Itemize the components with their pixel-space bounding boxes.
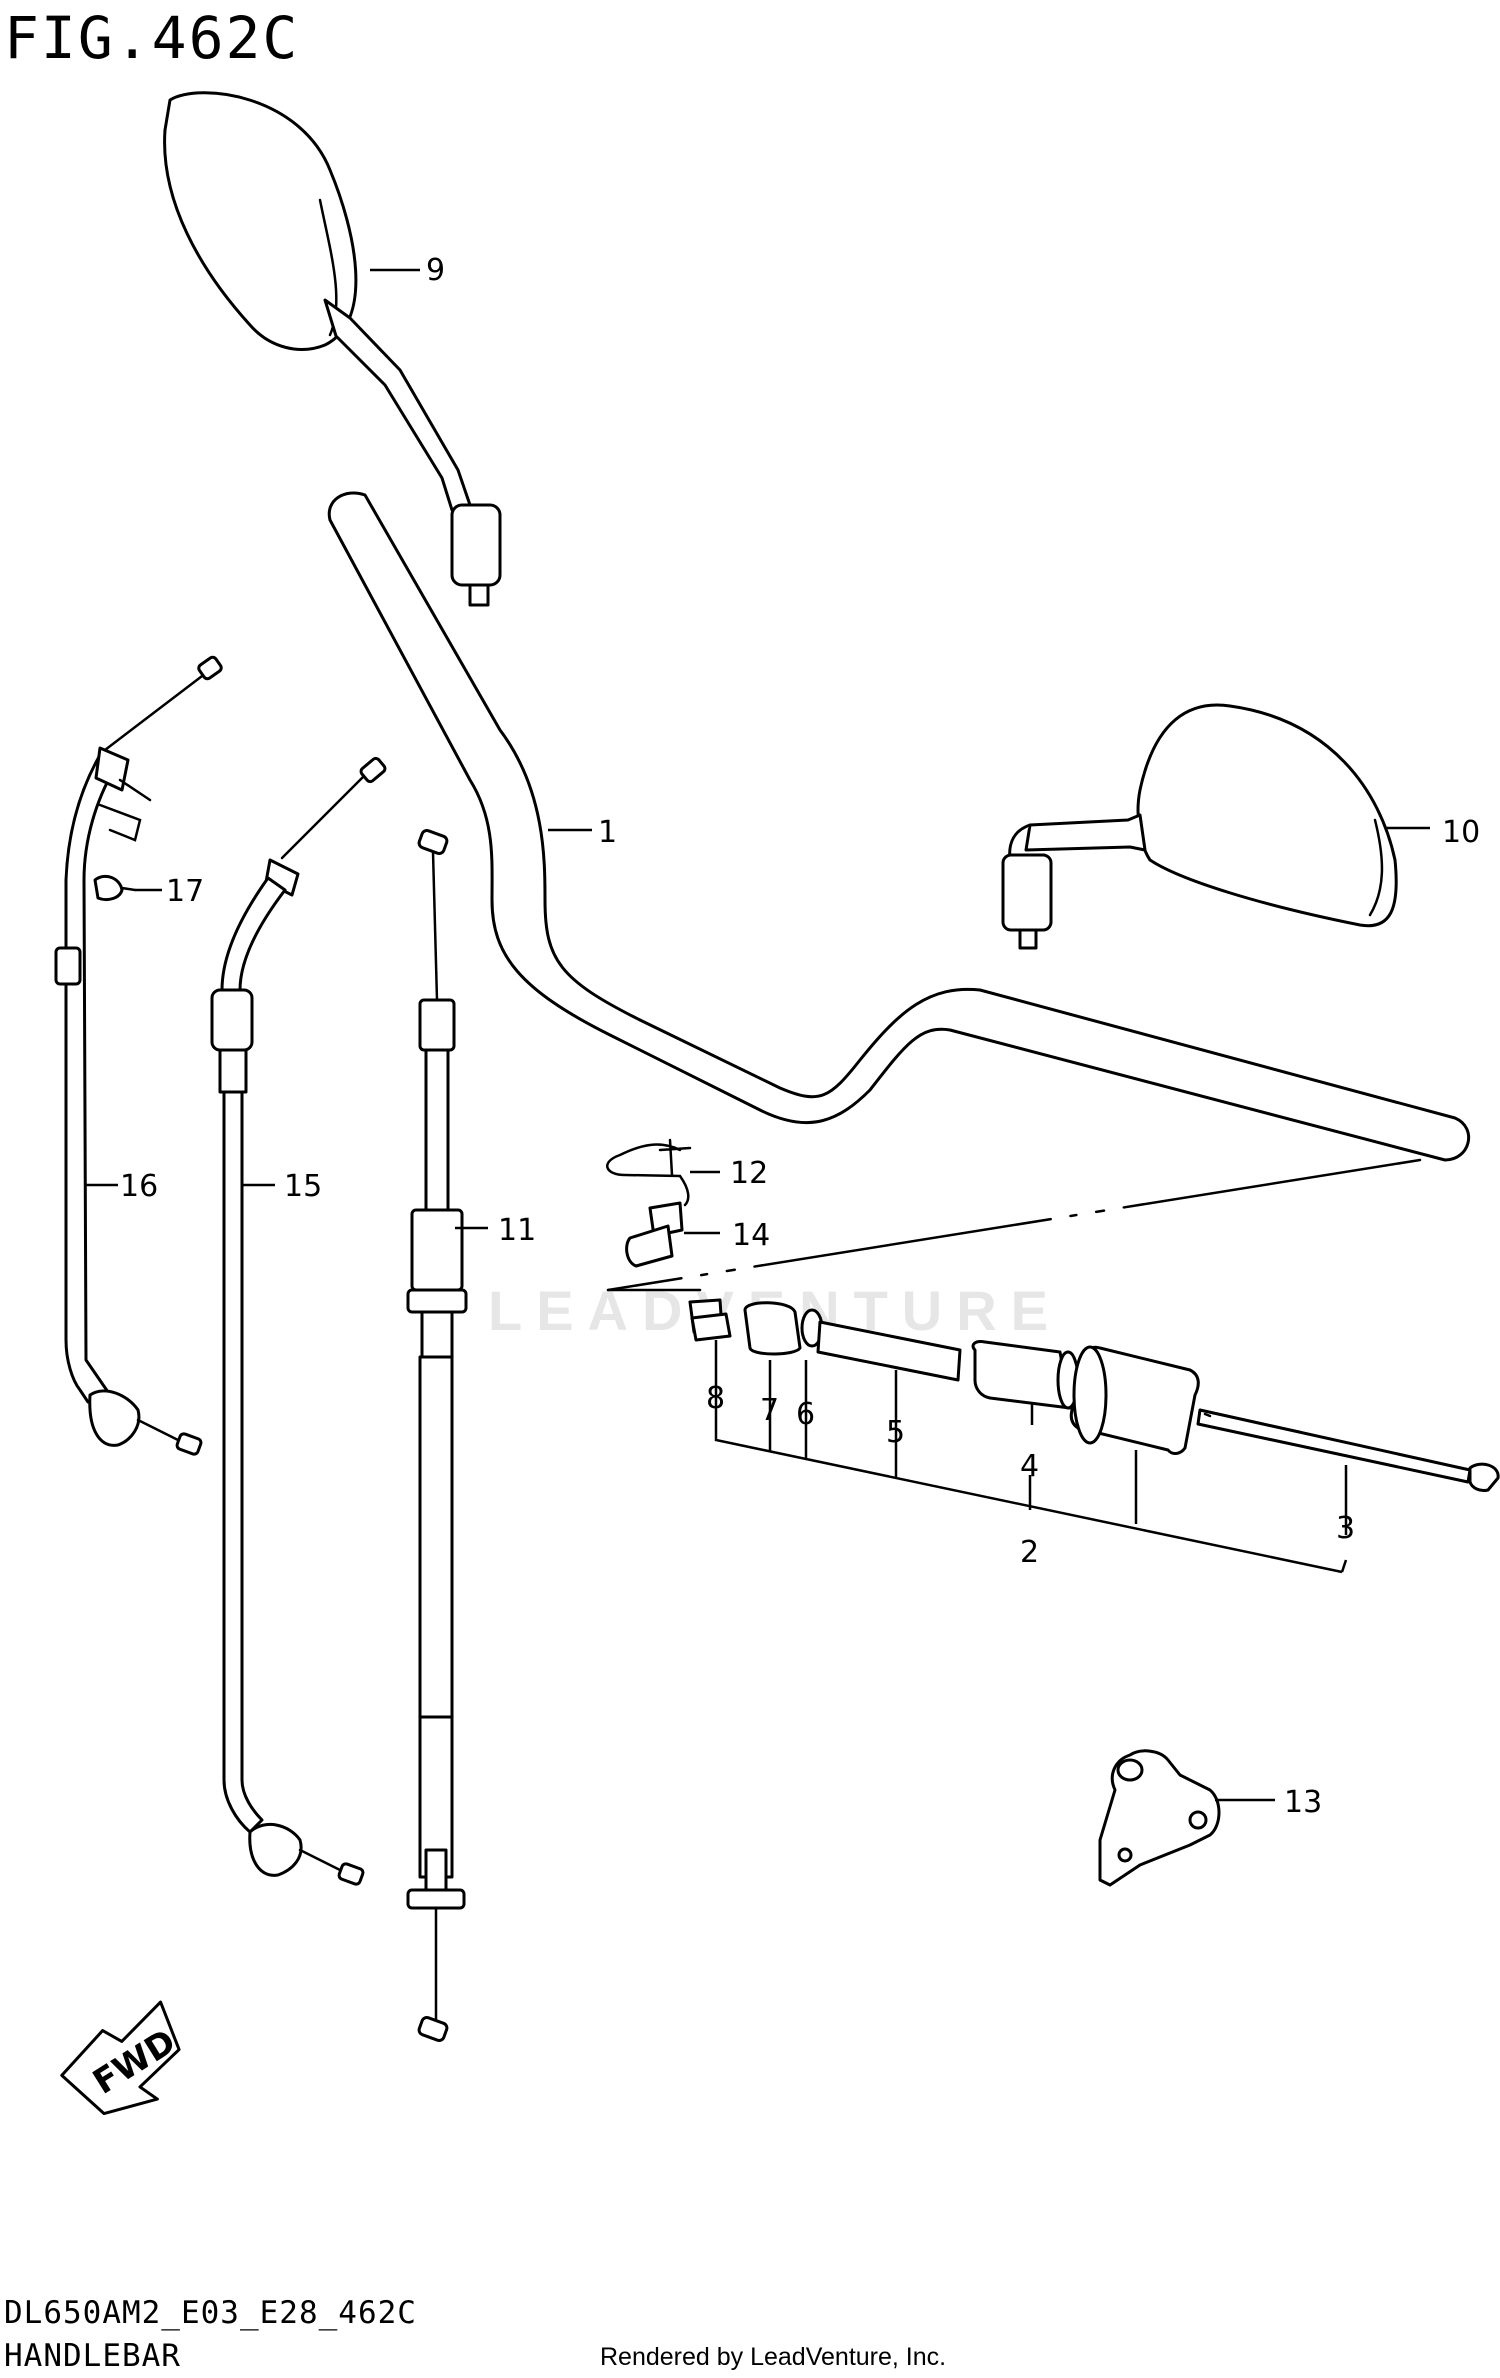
callout-13: 13 bbox=[1284, 1785, 1322, 1820]
callout-4: 4 bbox=[1020, 1449, 1039, 1484]
callout-16: 16 bbox=[120, 1169, 158, 1204]
figure-code: DL650AM2_E03_E28_462C bbox=[4, 2295, 417, 2331]
callout-9: 9 bbox=[426, 253, 445, 288]
figure-name: HANDLEBAR bbox=[4, 2338, 181, 2374]
cable-11[interactable] bbox=[406, 829, 468, 2042]
callout-1: 1 bbox=[598, 815, 617, 850]
figure-title: FIG.462C bbox=[4, 4, 300, 72]
bolt-14[interactable] bbox=[625, 1201, 684, 1268]
clip-12[interactable] bbox=[606, 1138, 692, 1207]
callout-5: 5 bbox=[886, 1415, 905, 1450]
callout-12: 12 bbox=[730, 1156, 768, 1191]
bracket-13[interactable] bbox=[1098, 1749, 1221, 1887]
callout-11: 11 bbox=[498, 1213, 536, 1248]
callout-14: 14 bbox=[732, 1218, 770, 1253]
screw-17[interactable] bbox=[93, 874, 137, 902]
callout-7: 7 bbox=[760, 1393, 779, 1428]
callout-6: 6 bbox=[796, 1397, 815, 1432]
callout-2: 2 bbox=[1020, 1535, 1039, 1570]
cable-15[interactable] bbox=[210, 756, 387, 1886]
callout-15: 15 bbox=[284, 1169, 322, 1204]
render-credit: Rendered by LeadVenture, Inc. bbox=[600, 2343, 947, 2371]
callout-10: 10 bbox=[1442, 815, 1480, 850]
bar-end-assembly[interactable] bbox=[688, 1298, 1500, 1492]
callout-3: 3 bbox=[1336, 1511, 1355, 1546]
callout-8: 8 bbox=[706, 1381, 725, 1416]
fwd-direction-arrow: FWD bbox=[60, 2000, 183, 2116]
mirror-right[interactable] bbox=[1001, 703, 1398, 950]
handlebar[interactable] bbox=[327, 491, 1471, 1162]
mirror-left[interactable] bbox=[163, 91, 502, 607]
callout-17: 17 bbox=[166, 874, 204, 909]
cable-16[interactable] bbox=[54, 655, 223, 1456]
